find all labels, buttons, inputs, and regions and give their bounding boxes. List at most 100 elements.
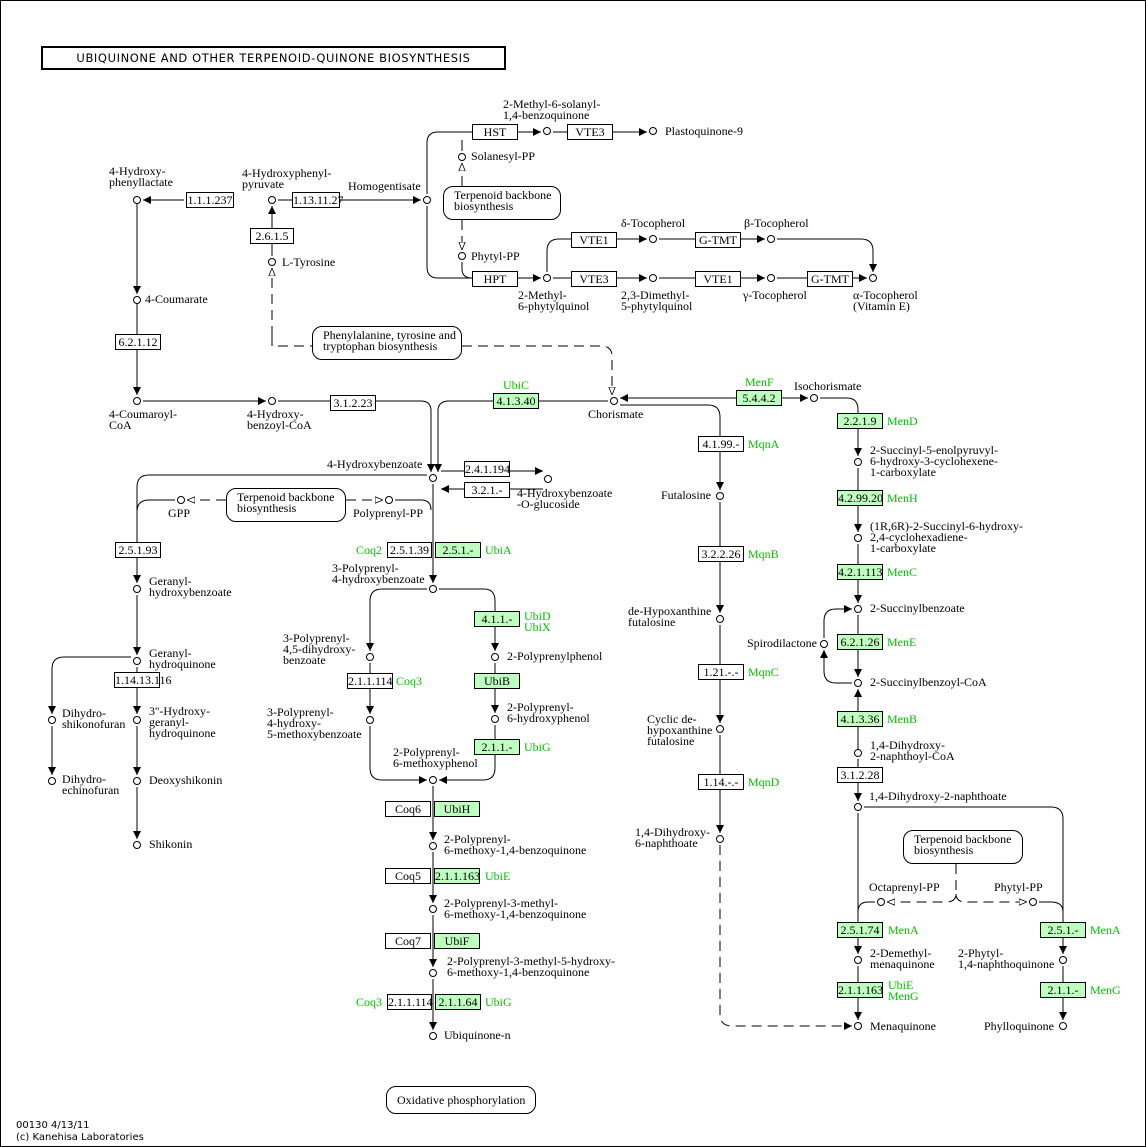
compound-node-mpq[interactable] [543,274,551,282]
enzyme-e2-1-1a[interactable]: 2.1.1.- [474,739,520,755]
compound-node-mk[interactable] [854,1022,862,1030]
enzyme-e4-1-1[interactable]: 4.1.1.- [474,611,520,627]
compound-node-dsk[interactable] [133,777,141,785]
gene-mqna[interactable]: MqnA [748,437,780,451]
gene-menc[interactable]: MenC [887,565,917,579]
compound-node-sephc[interactable] [854,458,862,466]
map-link-oxphos[interactable]: Oxidative phosphorylation [386,1086,536,1114]
compound-node-octpp[interactable] [877,898,885,906]
compound-node-spiro[interactable] [820,640,828,648]
compound-node-coucoa[interactable] [133,397,141,405]
compound-node-phpp1[interactable] [458,252,466,260]
compound-node-pmhmbq[interactable] [429,969,437,977]
gene-ubic[interactable]: UbiC [503,378,530,392]
enzyme-e2-4-1-194[interactable]: 2.4.1.194 [464,461,510,477]
compound-node-pk[interactable] [1059,1022,1067,1030]
enzyme-e1-1-1-237[interactable]: 1.1.1.237 [186,192,234,208]
gene-menb[interactable]: MenB [887,712,917,726]
gene-mene[interactable]: MenE [887,635,917,649]
compound-node-ppp[interactable] [491,653,499,661]
gene-menf[interactable]: MenF [745,375,774,389]
compound-node-shchc[interactable] [854,534,862,542]
gene-ubig1[interactable]: UbiG [524,740,551,754]
enzyme-e3-2-2-26[interactable]: 3.2.2.26 [698,546,744,562]
gene-ubiemeng[interactable]: UbiE MenG [888,978,919,1003]
compound-node-cdhf[interactable] [716,725,724,733]
compound-node-pdhb[interactable] [366,653,374,661]
compound-node-hba[interactable] [429,474,437,482]
enzyme-e4-1-3-40[interactable]: 4.1.3.40 [493,393,539,409]
compound-node-osbcoa[interactable] [854,679,862,687]
enzyme-e5-4-4-2[interactable]: 5.4.4.2 [736,390,782,406]
enzyme-e2-1-1-64[interactable]: 2.1.1.64 [435,994,481,1010]
enzyme-e3-1-2-28[interactable]: 3.1.2.28 [837,767,883,783]
gene-coq3b[interactable]: Coq3 [356,995,383,1009]
enzyme-e6-2-1-12[interactable]: 6.2.1.12 [115,334,161,350]
gene-coq2[interactable]: Coq2 [356,543,383,557]
compound-node-hpl[interactable] [133,196,141,204]
enzyme-e2-5-1b[interactable]: 2.5.1.- [1040,922,1086,938]
enzyme-e2-5-1-39[interactable]: 2.5.1.39 [387,542,432,558]
compound-node-futa[interactable] [716,492,724,500]
enzyme-hpt[interactable]: HPT [472,271,518,287]
enzyme-ubif[interactable]: UbiF [434,933,480,949]
compound-node-dhnacoa[interactable] [854,749,862,757]
gene-ubia[interactable]: UbiA [485,543,512,557]
compound-node-pphp[interactable] [491,715,499,723]
map-link-terp3[interactable]: Terpenoid backbone biosynthesis [903,830,1023,864]
compound-node-pnq[interactable] [1059,956,1067,964]
compound-node-dhf[interactable] [716,615,724,623]
compound-node-btoc[interactable] [767,235,775,243]
enzyme-ubih[interactable]: UbiH [434,801,480,817]
map-link-terp2[interactable]: Terpenoid backbone biosynthesis [226,488,346,522]
compound-node-dmk[interactable] [854,956,862,964]
gene-mena2[interactable]: MenA [1090,923,1121,937]
compound-node-ghb[interactable] [133,585,141,593]
enzyme-e2-1-1b[interactable]: 2.1.1.- [1040,982,1086,998]
enzyme-e3-1-2-23[interactable]: 3.1.2.23 [330,395,376,411]
compound-node-dmpq[interactable] [649,274,657,282]
compound-node-pppp[interactable] [385,496,393,504]
compound-node-cou[interactable] [133,296,141,304]
compound-node-dh6n[interactable] [716,835,724,843]
gene-coq3a[interactable]: Coq3 [396,674,423,688]
enzyme-vte3b[interactable]: VTE3 [571,271,617,287]
enzyme-gtmta[interactable]: G-TMT [695,232,741,248]
enzyme-e2-2-1-9[interactable]: 2.2.1.9 [837,413,883,429]
gene-mena1[interactable]: MenA [888,923,919,937]
enzyme-e4-1-99[interactable]: 4.1.99.- [698,436,744,452]
compound-node-phb[interactable] [429,585,437,593]
gene-mqnb[interactable]: MqnB [748,547,779,561]
compound-node-gpp[interactable] [177,496,185,504]
compound-node-msbq[interactable] [543,127,551,135]
enzyme-ubib[interactable]: UbiB [474,673,520,689]
enzyme-e4-1-3-36[interactable]: 4.1.3.36 [837,711,883,727]
compound-node-hpp[interactable] [268,196,276,204]
enzyme-vte1b[interactable]: VTE1 [695,271,741,287]
gene-ubig2[interactable]: UbiG [485,995,512,1009]
enzyme-vte3a[interactable]: VTE3 [567,124,613,140]
enzyme-e2-5-1-74[interactable]: 2.5.1.74 [837,922,883,938]
compound-node-hbag[interactable] [544,475,552,483]
enzyme-e2-6-1-5[interactable]: 2.6.1.5 [250,228,294,244]
gene-mend[interactable]: MenD [887,414,918,428]
map-link-phe[interactable]: Phenylalanine, tyrosine and tryptophan b… [312,326,462,360]
compound-node-uq[interactable] [429,1032,437,1040]
compound-node-phpp2[interactable] [1029,898,1037,906]
enzyme-e1-14-13-116[interactable]: 1.14.13.116 [114,672,172,688]
enzyme-coq6[interactable]: Coq6 [385,801,431,817]
enzyme-e2-1-1-114a[interactable]: 2.1.1.114 [347,673,393,689]
compound-node-ppmp[interactable] [429,776,437,784]
enzyme-e2-1-1-114b[interactable]: 2.1.1.114 [387,994,433,1010]
gene-meng[interactable]: MenG [1090,983,1121,997]
compound-node-hga[interactable] [423,196,431,204]
enzyme-coq5[interactable]: Coq5 [385,868,431,884]
compound-node-ghq[interactable] [133,657,141,665]
compound-node-hbcoa[interactable] [268,397,276,405]
compound-node-dhna[interactable] [854,803,862,811]
compound-node-gtoc[interactable] [767,274,775,282]
compound-node-shik[interactable] [133,841,141,849]
compound-node-chor[interactable] [610,397,618,405]
compound-node-dhef[interactable] [48,777,56,785]
compound-node-ppmbq[interactable] [429,842,437,850]
